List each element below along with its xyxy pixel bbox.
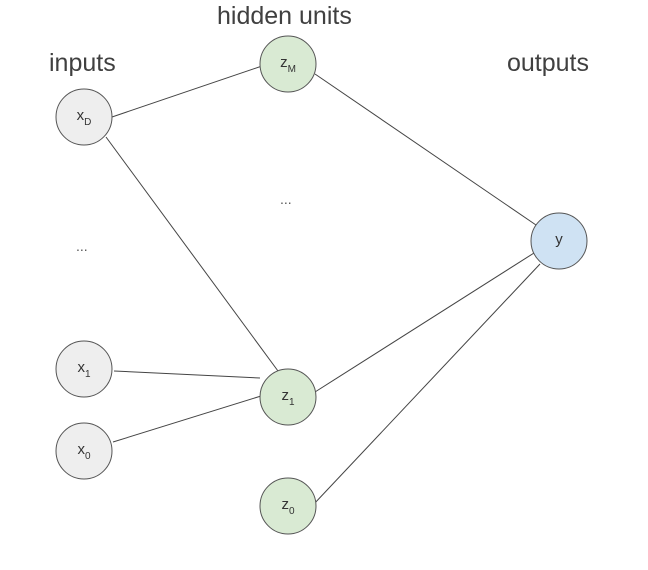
input-node-x0: x0 (55, 422, 113, 480)
node-label: z0 (281, 496, 295, 517)
node-label: y (555, 231, 563, 248)
edge-z0-y (312, 263, 541, 506)
hidden-node-circle (259, 35, 317, 93)
input-node-circle (55, 340, 113, 398)
edge-zM-y (314, 73, 537, 226)
node-label: x1 (77, 359, 91, 380)
inputs-heading: inputs (49, 49, 116, 77)
edges (105, 65, 541, 506)
input-node-x1: x1 (55, 340, 113, 398)
input-node-circle (55, 88, 113, 146)
hidden-units-heading: hidden units (217, 2, 352, 30)
inputs-ellipsis: ... (76, 238, 88, 254)
hidden-node-circle (259, 477, 317, 535)
node-label: z1 (281, 387, 295, 408)
hidden-ellipsis: ... (280, 191, 292, 207)
node-label: xD (77, 107, 92, 128)
node-label: x0 (77, 441, 91, 462)
hidden-node-circle (259, 368, 317, 426)
node-label: zM (280, 54, 296, 75)
outputs-heading: outputs (507, 49, 590, 77)
hidden-node-z1: z1 (259, 368, 317, 426)
edge-x1-z1 (113, 370, 261, 379)
input-node-circle (55, 422, 113, 480)
edge-xD-zM (111, 65, 263, 118)
output-node-circle (530, 212, 588, 270)
hidden-node-zM: zM (259, 35, 317, 93)
output-node-y: y (530, 212, 588, 270)
hidden-node-z0: z0 (259, 477, 317, 535)
input-node-xD: xD (55, 88, 113, 146)
edge-x0-z1 (112, 395, 262, 443)
edge-xD-z1 (105, 136, 279, 372)
edge-z1-y (314, 252, 535, 393)
